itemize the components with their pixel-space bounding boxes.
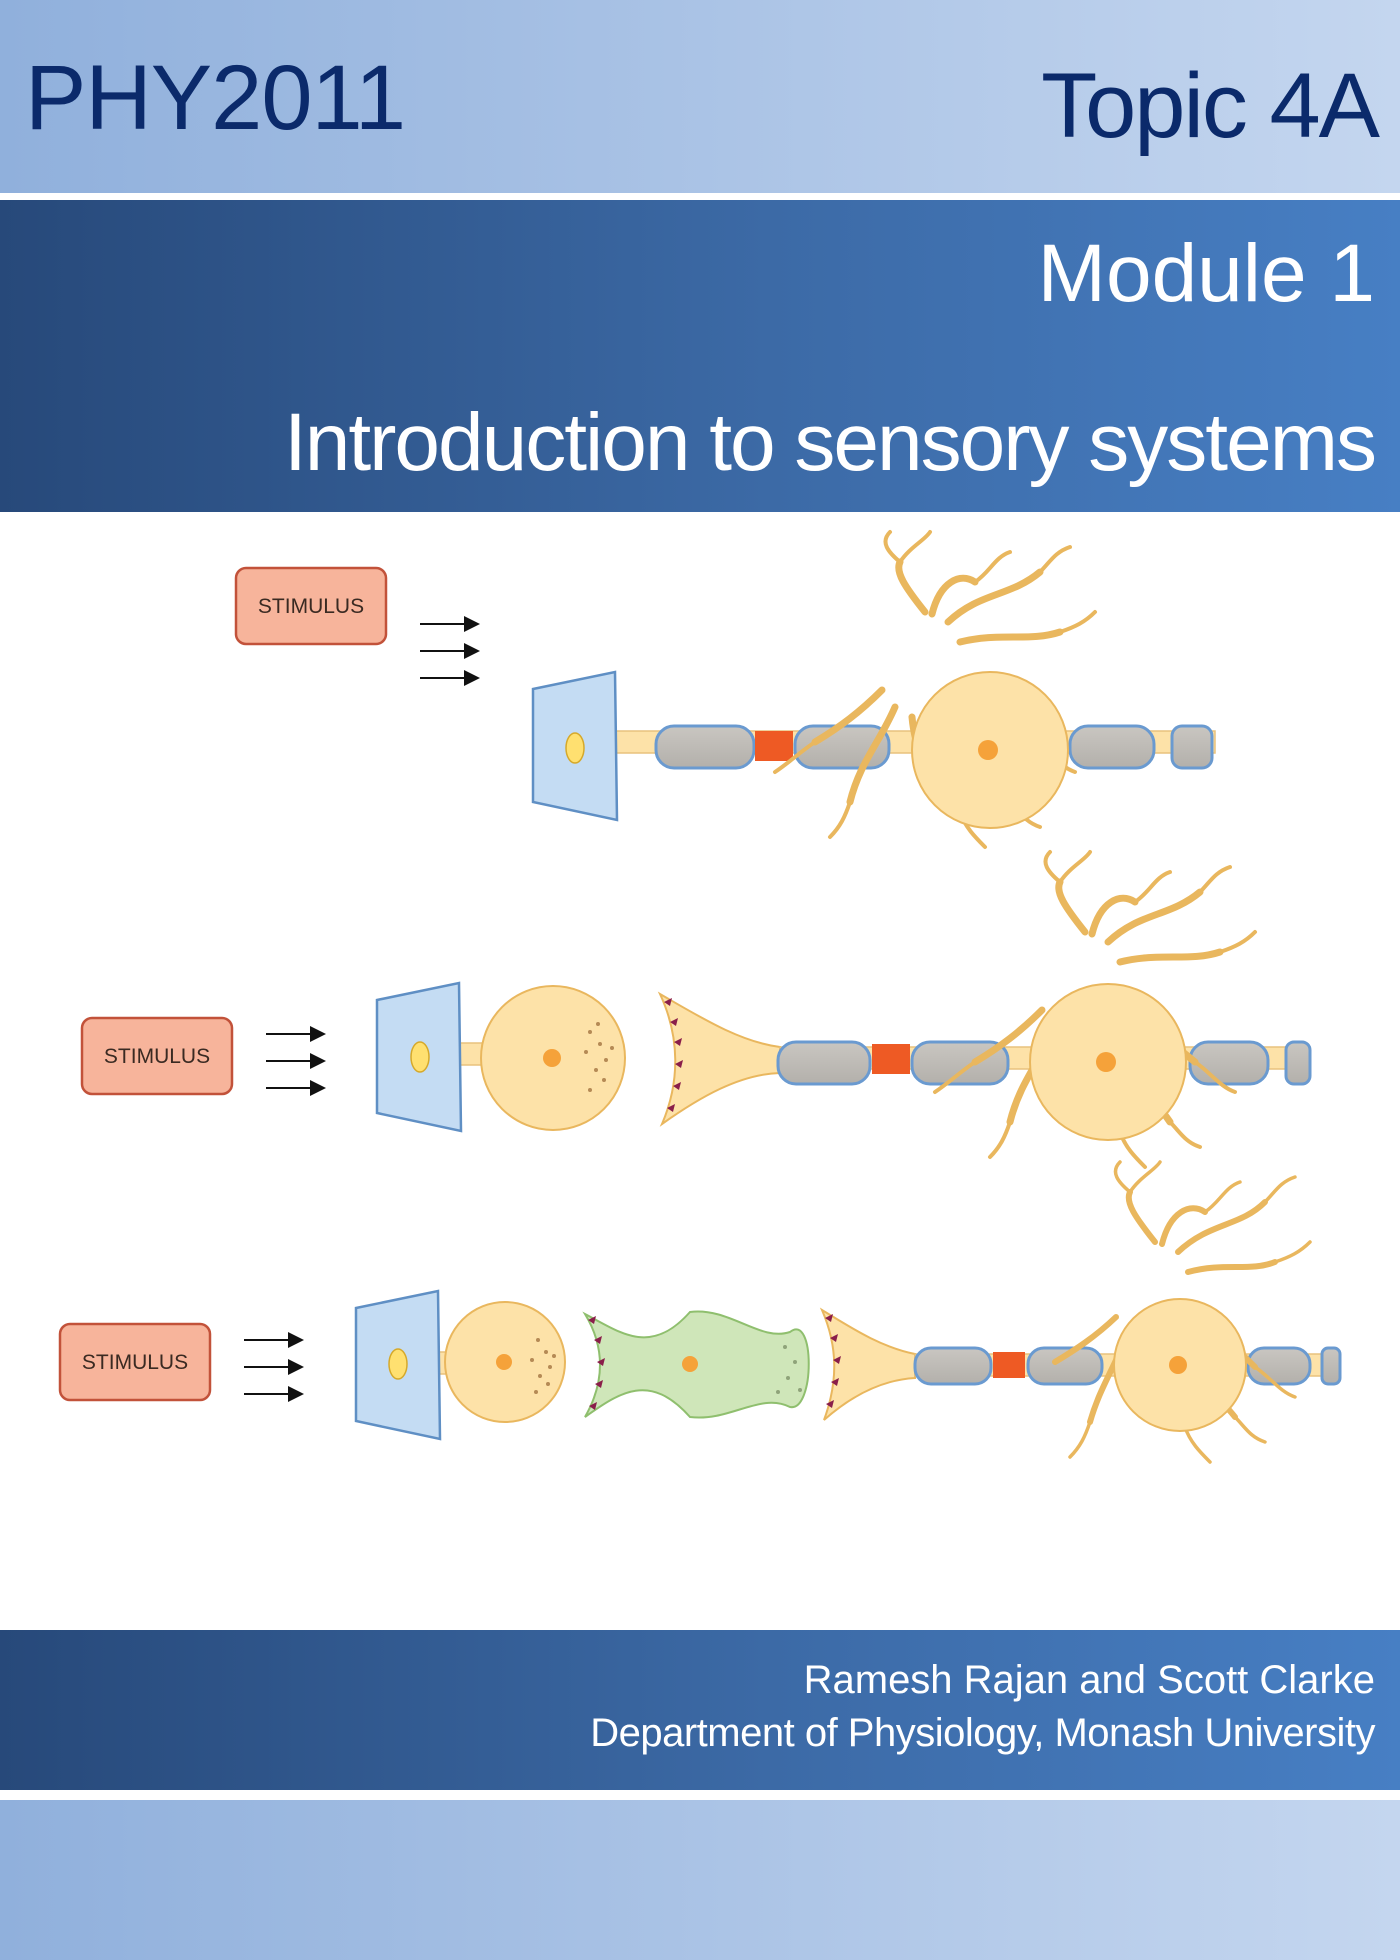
stimulus-arrows — [266, 1026, 326, 1096]
node-of-ranvier — [872, 1044, 910, 1074]
page-title: Introduction to sensory systems — [283, 397, 1377, 488]
bottom-band — [0, 1800, 1400, 1960]
receptor-ending — [375, 981, 493, 1133]
stimulus-arrows — [420, 616, 480, 686]
stimulus-label: STIMULUS — [258, 595, 364, 618]
sensory-pathway-figure: STIMULUS STIMULUS — [58, 530, 1342, 1464]
neuron-cell-body — [933, 850, 1257, 1169]
receptor-cell — [480, 985, 626, 1131]
receptor-cell — [444, 1301, 566, 1423]
node-of-ranvier — [755, 731, 793, 761]
pathway-row-1: STIMULUS — [234, 530, 1216, 849]
stimulus-box: STIMULUS — [58, 1322, 212, 1402]
title-band — [0, 200, 1400, 512]
node-of-ranvier — [993, 1352, 1025, 1378]
stimulus-box: STIMULUS — [80, 1016, 234, 1096]
receptor-ending — [531, 670, 619, 822]
stimulus-label: STIMULUS — [104, 1045, 210, 1068]
top-header-band — [0, 0, 1400, 193]
sensory-neuron-terminal — [657, 991, 781, 1127]
myelin-sheath — [913, 1346, 1342, 1386]
pathway-row-3: STIMULUS — [58, 1160, 1342, 1464]
stimulus-label: STIMULUS — [82, 1351, 188, 1374]
neuron-cell-body — [1052, 1160, 1312, 1464]
credits-band — [0, 1630, 1400, 1790]
sensory-neuron-terminal — [819, 1307, 916, 1421]
myelin-sheath — [654, 724, 1214, 770]
module-label: Module 1 — [1037, 228, 1375, 319]
interneuron — [582, 1310, 810, 1419]
topic-label: Topic 4A — [1041, 55, 1380, 157]
pathway-row-2: STIMULUS — [80, 850, 1312, 1169]
stimulus-arrows — [244, 1332, 304, 1402]
receptor-ending — [354, 1289, 461, 1441]
course-code: PHY2011 — [25, 47, 406, 149]
authors: Ramesh Rajan and Scott Clarke — [803, 1658, 1375, 1702]
neuron-cell-body — [773, 530, 1097, 849]
stimulus-box: STIMULUS — [234, 566, 388, 646]
department: Department of Physiology, Monash Univers… — [590, 1711, 1375, 1755]
